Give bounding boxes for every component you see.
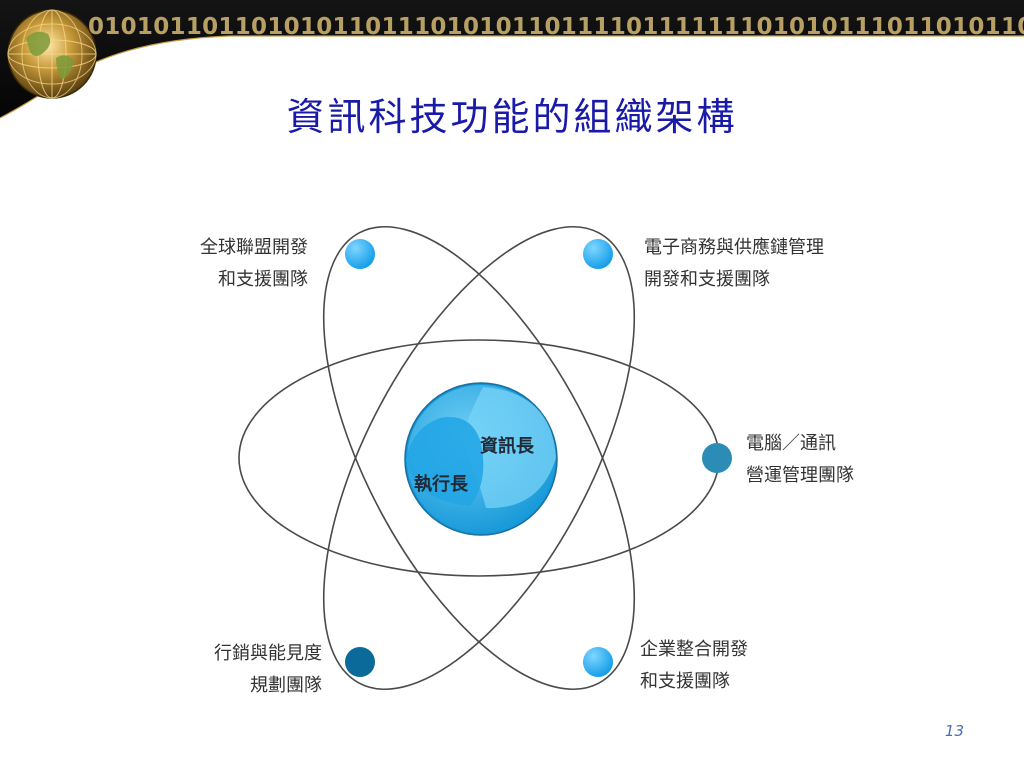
node-global-alliance xyxy=(345,239,375,269)
label-line: 全球聯盟開發 xyxy=(200,237,308,258)
orbit-diagonal-a xyxy=(322,225,636,691)
label-line: 開發和支援團隊 xyxy=(644,269,770,290)
cio-label: 資訊長 xyxy=(480,436,534,457)
label-line: 行銷與能見度 xyxy=(214,643,322,664)
label-global-alliance: 全球聯盟開發 和支援團隊 xyxy=(200,232,308,296)
page-number: 13 xyxy=(944,722,964,740)
label-enterprise-integration: 企業整合開發 和支援團隊 xyxy=(640,634,748,698)
node-computing-communications xyxy=(702,443,732,473)
label-line: 和支援團隊 xyxy=(640,671,730,692)
label-line: 企業整合開發 xyxy=(640,639,748,660)
label-ecommerce-supply-chain: 電子商務與供應鏈管理 開發和支援團隊 xyxy=(644,232,824,296)
page-title: 資訊科技功能的組織架構 xyxy=(286,95,738,139)
ceo-label: 執行長 xyxy=(414,474,468,495)
label-line: 規劃團隊 xyxy=(250,675,322,696)
label-line: 和支援團隊 xyxy=(218,269,308,290)
node-ecommerce-supply-chain xyxy=(583,239,613,269)
label-marketing-visibility: 行銷與能見度 規劃團隊 xyxy=(214,638,322,702)
label-line: 電子商務與供應鏈管理 xyxy=(644,237,824,258)
core-circle xyxy=(404,382,558,536)
orbit-diagonal-b xyxy=(322,225,636,691)
node-enterprise-integration xyxy=(583,647,613,677)
label-line: 電腦／通訊 xyxy=(746,433,836,454)
node-marketing-visibility xyxy=(345,647,375,677)
banner-background xyxy=(0,0,1024,119)
label-computing-communications: 電腦／通訊 營運管理團隊 xyxy=(746,428,854,492)
binary-strip: 0101011011010101101110101011011110111111… xyxy=(88,14,1024,40)
header-banner: 0101011011010101101110101011011110111111… xyxy=(0,0,1024,120)
globe-icon xyxy=(7,9,97,99)
label-line: 營運管理團隊 xyxy=(746,465,854,486)
